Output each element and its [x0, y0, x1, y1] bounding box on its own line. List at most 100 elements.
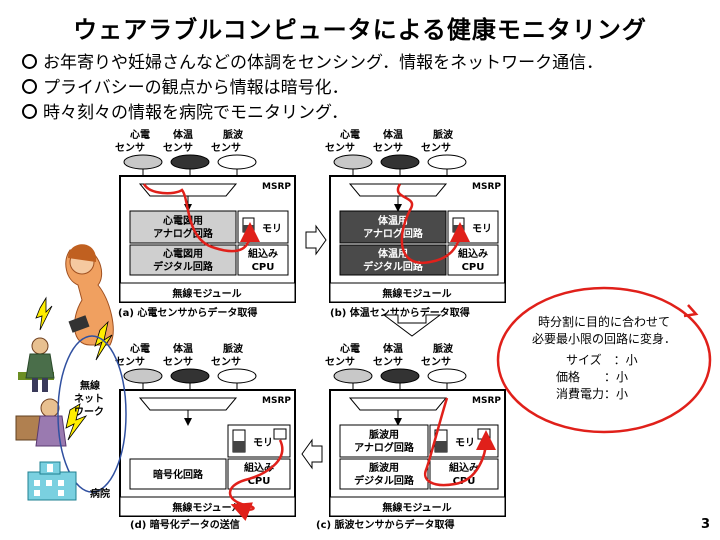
- svg-text:MSRP: MSRP: [472, 182, 501, 192]
- svg-text:モリ: モリ: [455, 437, 475, 449]
- analog-block: [339, 210, 447, 244]
- svg-text:デジタル回路: デジタル回路: [354, 474, 415, 487]
- svg-text:アナログ回路: アナログ回路: [363, 227, 424, 240]
- hospital-label: 病院: [90, 487, 110, 500]
- arrow-left-icon: [301, 438, 323, 470]
- svg-text:心電: 心電: [130, 343, 150, 355]
- analog-block: [129, 210, 237, 244]
- ecg-sensor-icon: [123, 368, 163, 384]
- temp-sensor-icon: [380, 154, 420, 170]
- svg-text:脈波用: 脈波用: [369, 428, 399, 441]
- svg-text:無線モジュール: 無線モジュール: [382, 501, 451, 514]
- svg-text:センサ: センサ: [421, 356, 451, 368]
- arrow-down-icon: [382, 314, 442, 337]
- sensor-label-ecg: 心電: [130, 129, 150, 141]
- circle-bullet-icon: [22, 104, 37, 119]
- network-ellipse: [57, 335, 127, 493]
- slide-number: 3: [700, 517, 710, 532]
- pulse-sensor-icon: [217, 368, 257, 384]
- svg-text:時分割に目的に合わせて: 時分割に目的に合わせて: [538, 314, 670, 329]
- sensor-label-temp: 体温: [173, 128, 193, 141]
- svg-text:無線: 無線: [80, 379, 100, 392]
- pregnant-woman-icon: [65, 244, 114, 346]
- svg-text:脈波: 脈波: [433, 128, 454, 141]
- ecg-sensor-icon: [333, 154, 373, 170]
- svg-text:センサ: センサ: [421, 142, 451, 154]
- svg-text:消費電力：小: 消費電力：小: [556, 386, 628, 401]
- svg-text:センサ: センサ: [325, 356, 355, 368]
- svg-text:ネット: ネット: [74, 393, 104, 405]
- svg-text:脈波: 脈波: [433, 342, 454, 355]
- svg-text:脈波用: 脈波用: [369, 461, 399, 474]
- data-flow-arrow: [396, 183, 470, 265]
- hospital-icon: [27, 461, 77, 501]
- svg-text:CPU: CPU: [252, 262, 275, 273]
- ecg-sensor-icon: [333, 368, 373, 384]
- data-flow-arrow: [142, 183, 260, 253]
- wireless-module: [329, 282, 506, 303]
- temp-sensor-icon: [380, 368, 420, 384]
- svg-text:モリ: モリ: [253, 437, 273, 449]
- svg-text:MSRP: MSRP: [262, 396, 291, 406]
- svg-text:心電図用: 心電図用: [163, 248, 203, 260]
- circle-bullet-icon: [22, 54, 37, 69]
- cpu-block: [447, 244, 499, 276]
- svg-text:センサ: センサ: [115, 142, 145, 154]
- pulse-sensor-icon: [217, 154, 257, 170]
- svg-text:体温: 体温: [173, 342, 193, 355]
- circle-bullet-icon: [22, 79, 37, 94]
- svg-text:アナログ回路: アナログ回路: [354, 441, 415, 454]
- svg-text:デジタル回路: デジタル回路: [153, 260, 214, 273]
- svg-text:センサ: センサ: [373, 142, 403, 154]
- svg-text:組込み: 組込み: [244, 461, 274, 474]
- slide-title: ウェアラブルコンピュータによる健康モニタリング: [73, 16, 647, 44]
- panel-d: 心電 センサ 体温 センサ 脈波 センサ MSRP 暗号化回路 モリ 組込み C…: [115, 342, 296, 531]
- svg-text:センサ: センサ: [163, 356, 193, 368]
- panel-c: 心電 センサ 体温 センサ 脈波 センサ MSRP 脈波用 アナログ回路 脈波用…: [316, 342, 506, 531]
- svg-text:必要最小限の回路に変身．: 必要最小限の回路に変身．: [532, 331, 676, 346]
- svg-text:体温: 体温: [383, 342, 403, 355]
- pulse-sensor-icon: [427, 368, 467, 384]
- svg-text:脈波: 脈波: [223, 342, 244, 355]
- pulse-sensor-icon: [427, 154, 467, 170]
- temp-sensor-icon: [170, 368, 210, 384]
- memory-small-icon: [273, 428, 287, 440]
- arrow-right-icon: [305, 224, 327, 256]
- wireless-module: [119, 282, 296, 303]
- svg-text:アナログ回路: アナログ回路: [153, 227, 214, 240]
- info-bubble: [496, 286, 712, 434]
- svg-text:組込み: 組込み: [458, 247, 488, 260]
- multiplexer: [348, 397, 448, 411]
- panel-caption: (b) 体温センサからデータ取得: [330, 306, 470, 319]
- svg-text:心電: 心電: [340, 343, 360, 355]
- svg-text:心電: 心電: [340, 129, 360, 141]
- svg-text:センサ: センサ: [163, 142, 193, 154]
- svg-text:無線モジュール: 無線モジュール: [172, 287, 241, 300]
- data-flow-arrow: [423, 397, 496, 487]
- svg-text:無線モジュール: 無線モジュール: [382, 287, 451, 300]
- svg-text:価格 ：小: 価格 ：小: [556, 369, 628, 384]
- svg-text:デジタル回路: デジタル回路: [363, 260, 424, 273]
- svg-text:センサ: センサ: [211, 356, 241, 368]
- elderly-man-icon: [18, 337, 55, 392]
- svg-text:無線モジュール: 無線モジュール: [172, 501, 241, 514]
- bullet-item: お年寄りや妊婦さんなどの体調をセンシング．情報をネットワーク通信．: [22, 48, 603, 73]
- bullet-item: プライバシーの観点から情報は暗号化．: [22, 73, 349, 98]
- panel-caption: (d) 暗号化データの送信: [130, 518, 240, 531]
- svg-text:暗号化回路: 暗号化回路: [153, 468, 204, 481]
- data-flow-arrow: [228, 439, 284, 521]
- svg-text:センサ: センサ: [115, 356, 145, 368]
- msrp-chip: [119, 389, 296, 517]
- analog-block: [339, 424, 429, 458]
- svg-text:モリ: モリ: [472, 223, 492, 235]
- svg-text:組込み: 組込み: [248, 247, 278, 260]
- digital-block: [339, 458, 429, 490]
- svg-text:MSRP: MSRP: [262, 182, 291, 192]
- svg-text:組込み: 組込み: [449, 461, 479, 474]
- temp-sensor-icon: [170, 154, 210, 170]
- svg-text:体温: 体温: [383, 128, 403, 141]
- svg-text:センサ: センサ: [211, 142, 241, 154]
- encrypt-block: [129, 458, 227, 490]
- svg-text:モリ: モリ: [262, 223, 282, 235]
